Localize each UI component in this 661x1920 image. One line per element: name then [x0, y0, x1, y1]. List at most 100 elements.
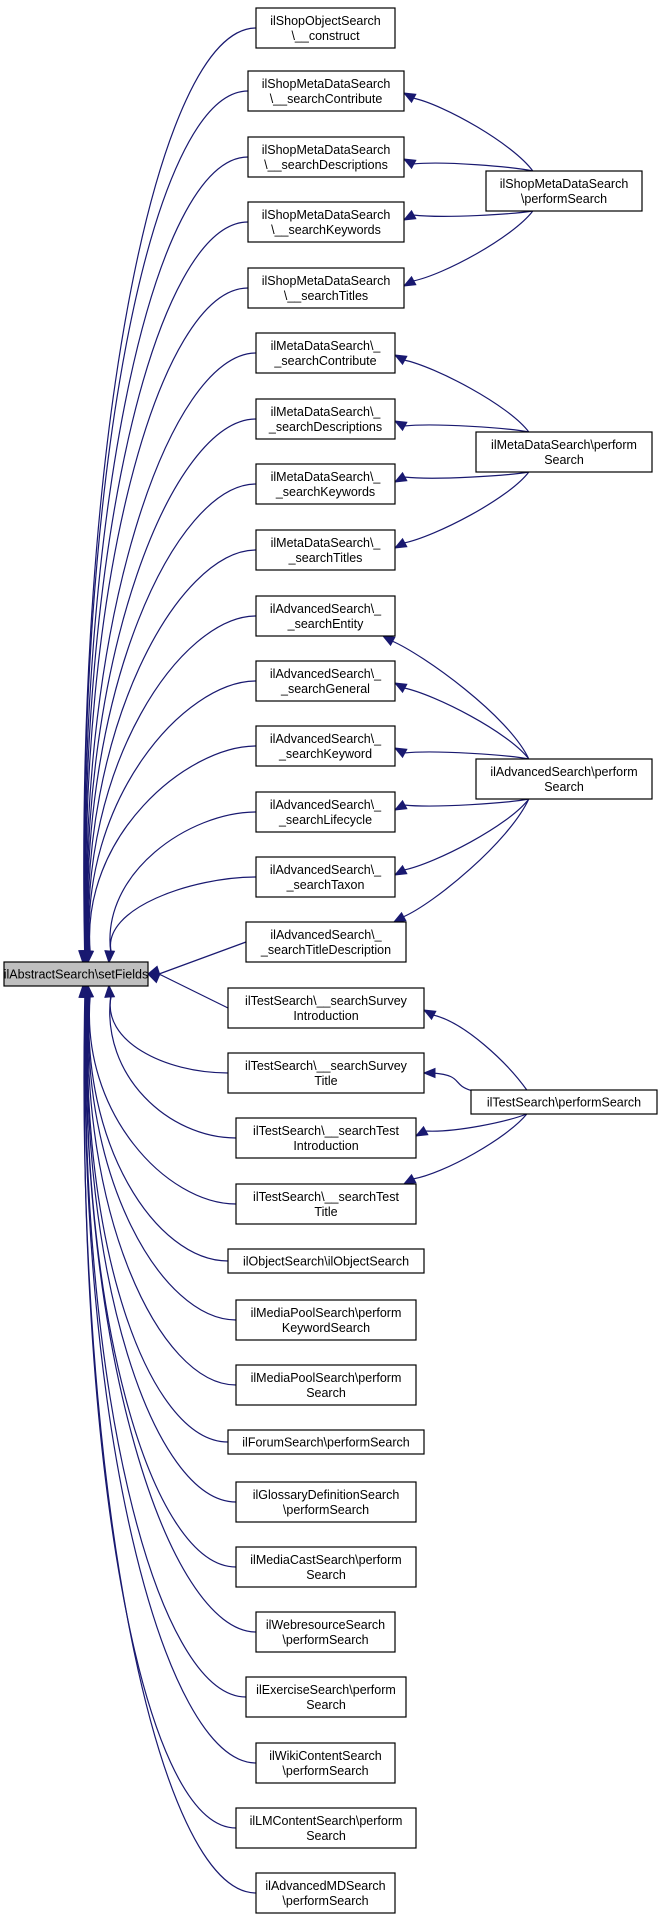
node-mediacast-search[interactable]: ilMediaCastSearch\performSearch [235, 1546, 417, 1588]
node-label-line: Title [314, 1074, 337, 1088]
node-label-line: ilShopMetaDataSearch [262, 77, 391, 91]
node-meta-descriptions[interactable]: ilMetaDataSearch\__searchDescriptions [255, 398, 396, 440]
node-label-line: _searchEntity [287, 617, 364, 631]
node-label-line: ilShopMetaDataSearch [262, 143, 391, 157]
node-adv-taxon[interactable]: ilAdvancedSearch\__searchTaxon [255, 856, 396, 898]
node-adv-perform[interactable]: ilAdvancedSearch\performSearch [475, 758, 653, 800]
node-wiki-search[interactable]: ilWikiContentSearch\performSearch [255, 1742, 396, 1784]
edge-line [403, 798, 530, 871]
node-label-line: Search [306, 1829, 346, 1843]
node-webresource-search[interactable]: ilWebresourceSearch\performSearch [255, 1611, 396, 1653]
edge-line [85, 287, 249, 953]
node-lm-search[interactable]: ilLMContentSearch\performSearch [235, 1807, 417, 1849]
node-label-line: _searchTitleDescription [260, 943, 391, 957]
node-mediapool-search[interactable]: ilMediaPoolSearch\performSearch [235, 1364, 417, 1406]
node-label-line: ilObjectSearch\ilObjectSearch [243, 1255, 409, 1269]
edge-adv-perform-to-adv-titledesc [392, 798, 530, 923]
node-label-line: Introduction [293, 1139, 358, 1153]
node-adv-keyword[interactable]: ilAdvancedSearch\__searchKeyword [255, 725, 396, 767]
node-box [245, 1676, 407, 1718]
node-box [255, 398, 396, 440]
node-shopmeta-keywords[interactable]: ilShopMetaDataSearch\__searchKeywords [247, 201, 405, 243]
edge-line [87, 995, 237, 1386]
edge-adv-taxon-to-root [104, 876, 257, 964]
edge-test-test-title-to-root [83, 984, 237, 1205]
edge-line [403, 424, 529, 433]
node-meta-keywords[interactable]: ilMetaDataSearch\__searchKeywords [255, 463, 396, 505]
node-test-perform[interactable]: ilTestSearch\performSearch [470, 1089, 658, 1115]
edge-meta-titles-to-root [82, 549, 257, 964]
node-label-line: _searchKeywords [275, 485, 375, 499]
edge-arrowhead [393, 537, 408, 549]
edge-line [109, 995, 229, 1074]
node-label-line: \__construct [291, 29, 360, 43]
node-label-line: ilMetaDataSearch\perform [491, 438, 637, 452]
node-shopmeta-descriptions[interactable]: ilShopMetaDataSearch\__searchDescription… [247, 136, 405, 178]
node-label-line: \performSearch [521, 192, 607, 206]
edge-arrowhead [393, 420, 408, 432]
node-label-line: Search [306, 1386, 346, 1400]
node-label-line: ilMetaDataSearch\_ [271, 470, 382, 484]
node-meta-titles[interactable]: ilMetaDataSearch\__searchTitles [255, 529, 396, 571]
edge-adv-perform-to-adv-keyword [393, 747, 529, 760]
node-shopmeta-perform[interactable]: ilShopMetaDataSearch\performSearch [485, 170, 643, 212]
node-glossary-search[interactable]: ilGlossaryDefinitionSearch\performSearch [235, 1481, 417, 1523]
node-label-line: \performSearch [282, 1633, 368, 1647]
node-adv-lifecycle[interactable]: ilAdvancedSearch\__searchLifecycle [255, 791, 396, 833]
node-box [255, 1611, 396, 1653]
edge-arrowhead [393, 354, 408, 366]
edge-arrowhead [146, 973, 161, 984]
node-forum-search[interactable]: ilForumSearch\performSearch [227, 1429, 425, 1455]
node-root[interactable]: ilAbstractSearch\setFields [3, 961, 149, 987]
edge-line [84, 221, 249, 953]
node-exercise-search[interactable]: ilExerciseSearch\performSearch [245, 1676, 407, 1718]
node-shopmeta-contribute[interactable]: ilShopMetaDataSearch\__searchContribute [247, 70, 405, 112]
edge-shop-construct-to-root [78, 27, 257, 964]
edge-arrowhead [104, 984, 115, 998]
node-label-line: _searchDescriptions [268, 420, 382, 434]
node-adv-general[interactable]: ilAdvancedSearch\__searchGeneral [255, 660, 396, 702]
edge-arrowhead [422, 1009, 437, 1021]
edges-layer [78, 27, 534, 1894]
edge-line [403, 359, 530, 433]
node-shop-construct[interactable]: ilShopObjectSearch\__construct [255, 7, 396, 49]
node-advmd-search[interactable]: ilAdvancedMDSearch\performSearch [255, 1872, 396, 1914]
node-box [247, 136, 405, 178]
node-adv-entity[interactable]: ilAdvancedSearch\__searchEntity [255, 595, 396, 637]
node-label-line: \__searchKeywords [271, 223, 381, 237]
edge-forum-search-to-root [81, 984, 229, 1443]
node-label-line: ilTestSearch\__searchTest [253, 1124, 399, 1138]
node-label-line: ilWikiContentSearch [269, 1749, 382, 1763]
edge-line [158, 941, 247, 975]
node-box [227, 1248, 425, 1274]
edge-shopmeta-perform-to-shopmeta-titles [402, 210, 534, 287]
edge-mediacast-search-to-root [80, 984, 237, 1568]
node-meta-contribute[interactable]: ilMetaDataSearch\__searchContribute [255, 332, 396, 374]
node-label-line: Search [306, 1698, 346, 1712]
node-meta-perform[interactable]: ilMetaDataSearch\performSearch [475, 431, 653, 473]
edge-line [88, 995, 237, 1205]
node-adv-titledesc[interactable]: ilAdvancedSearch\__searchTitleDescriptio… [245, 921, 407, 963]
node-label-line: Introduction [293, 1009, 358, 1023]
edge-line [88, 745, 257, 953]
edge-line [403, 471, 529, 479]
node-object-search[interactable]: ilObjectSearch\ilObjectSearch [227, 1248, 425, 1274]
node-label-line: ilMetaDataSearch\_ [271, 405, 382, 419]
edge-object-search-to-root [83, 984, 229, 1262]
node-shopmeta-titles[interactable]: ilShopMetaDataSearch\__searchTitles [247, 267, 405, 309]
edge-line [412, 1113, 528, 1180]
node-label-line: ilAdvancedSearch\perform [490, 765, 637, 779]
node-label-line: ilExerciseSearch\perform [256, 1683, 396, 1697]
edge-test-perform-to-test-test-title [402, 1113, 528, 1185]
edge-arrowhead [381, 635, 396, 647]
edge-shopmeta-contribute-to-root [78, 90, 249, 964]
edge-adv-keyword-to-root [83, 745, 257, 964]
edge-advmd-search-to-root [78, 984, 257, 1894]
node-label-line: ilShopObjectSearch [270, 14, 381, 28]
